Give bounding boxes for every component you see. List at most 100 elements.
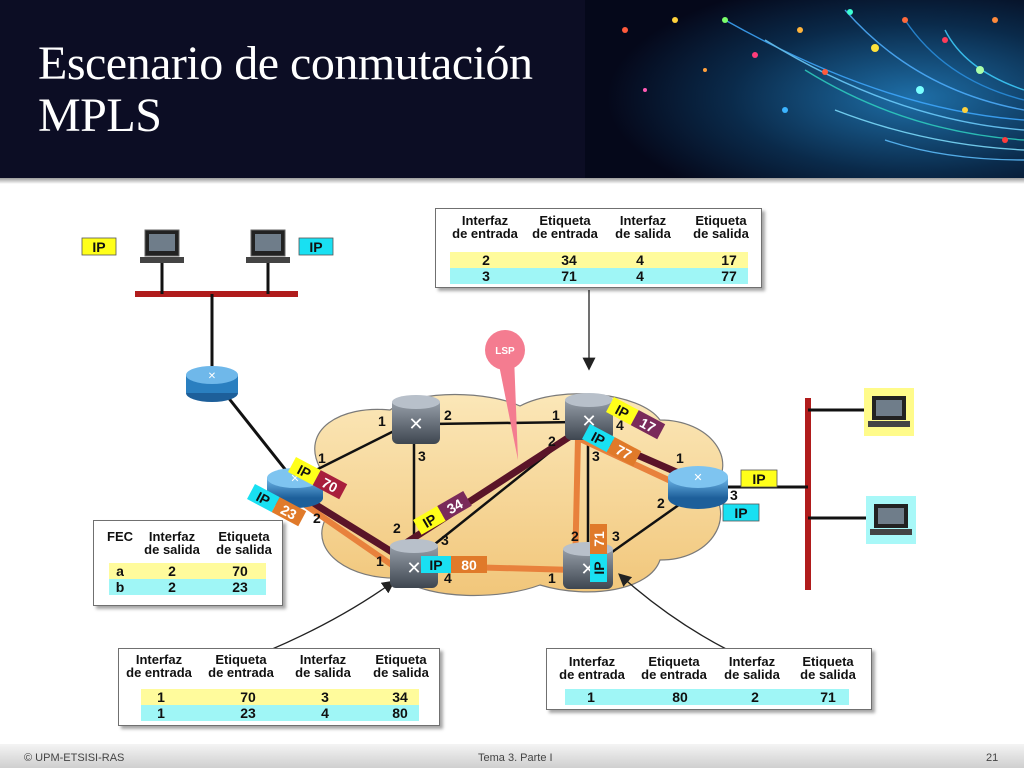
link-r4-egress xyxy=(597,495,691,564)
ip-tag-pc4: IP xyxy=(722,503,760,522)
port-ingress-2: 2 xyxy=(313,510,321,526)
port-egress-3: 3 xyxy=(730,487,738,503)
egress-router: ✕ xyxy=(668,466,728,509)
port-r1-2: 2 xyxy=(444,407,452,423)
svg-text:IP: IP xyxy=(591,561,607,574)
slide-title: Escenario de conmutación MPLS xyxy=(38,37,533,142)
svg-text:IP: IP xyxy=(254,488,273,508)
mpls-network-diagram: LSP ✕ ✕ ✕ ✕ ✕ ✕ ✕ xyxy=(81,229,916,651)
svg-text:77: 77 xyxy=(613,441,634,463)
col-header: FEC xyxy=(107,529,133,544)
bottom-left-table-arrow xyxy=(269,580,396,651)
computer-icon-2 xyxy=(246,229,290,263)
packet-ip-23: IP 23 xyxy=(247,484,307,527)
svg-text:✕: ✕ xyxy=(693,471,702,484)
table-row: 1 23 4 80 xyxy=(141,705,419,721)
svg-text:✕: ✕ xyxy=(406,558,421,579)
port-r2-1: 1 xyxy=(552,407,560,423)
table-row: 3 71 4 77 xyxy=(450,268,748,284)
footer-topic: Tema 3. Parte I xyxy=(478,752,553,764)
computer-icon-1 xyxy=(140,229,184,263)
svg-text:IP: IP xyxy=(613,401,632,421)
table-row: 1 70 3 34 xyxy=(141,689,419,705)
svg-text:✕: ✕ xyxy=(408,414,423,435)
svg-text:70: 70 xyxy=(319,474,340,496)
svg-text:34: 34 xyxy=(444,495,466,517)
link-r1-r2 xyxy=(429,420,579,426)
port-r3-4: 4 xyxy=(444,570,452,586)
svg-text:IP: IP xyxy=(589,428,608,448)
bottom-right-table-arrow xyxy=(618,573,729,651)
footer-page-number: 21 xyxy=(986,752,999,764)
packet-ip-70: IP 70 xyxy=(288,457,348,500)
core-router-1: ✕ xyxy=(392,395,440,444)
ip-tag-pc3: IP xyxy=(740,469,778,488)
ip-tag-pc1: IP xyxy=(81,237,117,256)
edge-router-left: ✕ xyxy=(186,366,238,402)
lsp-label: LSP xyxy=(495,346,515,357)
header-shadow xyxy=(0,178,1024,184)
svg-text:80: 80 xyxy=(461,557,477,573)
port-labels: 1 2 3 1 2 3 4 1 2 1 2 3 4 1 2 3 1 2 3 xyxy=(313,407,738,586)
slide-title-line-2: MPLS xyxy=(38,89,162,142)
ip-tag-pc2: IP xyxy=(298,237,334,256)
table-row: 1 80 2 71 xyxy=(565,689,849,705)
port-r2-4: 4 xyxy=(616,417,624,433)
lsp-callout-bubble xyxy=(485,330,525,370)
svg-text:71: 71 xyxy=(591,531,607,547)
packet-ip-80: IP 80 xyxy=(421,556,487,573)
svg-text:IP: IP xyxy=(734,505,747,521)
port-r4-3: 3 xyxy=(612,528,620,544)
slide-footer: © UPM-ETSISI-RAS Tema 3. Parte I 21 xyxy=(0,744,1024,768)
slide-header: Escenario de conmutación MPLS xyxy=(0,0,1024,178)
port-egress-1: 1 xyxy=(676,450,684,466)
packet-ip-34: IP 34 xyxy=(413,491,472,535)
computer-icon-4 xyxy=(866,496,916,544)
port-egress-2: 2 xyxy=(657,495,665,511)
port-r3-3: 3 xyxy=(441,532,449,548)
packet-ip-77: IP 77 xyxy=(582,424,642,467)
svg-text:23: 23 xyxy=(278,501,299,523)
port-r4-2: 2 xyxy=(571,528,579,544)
port-r2-3: 3 xyxy=(592,448,600,464)
port-r3-2: 2 xyxy=(393,520,401,536)
port-r1-3: 3 xyxy=(418,448,426,464)
svg-text:✕: ✕ xyxy=(208,371,216,382)
slide-title-line-1: Escenario de conmutación xyxy=(38,37,533,90)
svg-text:✕: ✕ xyxy=(290,472,299,485)
table-row: b 2 23 xyxy=(109,579,266,595)
port-ingress-1: 1 xyxy=(318,450,326,466)
svg-text:17: 17 xyxy=(637,414,658,436)
table-row: 2 34 4 17 xyxy=(450,252,748,268)
port-r1-1: 1 xyxy=(378,413,386,429)
computer-icon-3 xyxy=(864,388,914,436)
svg-text:IP: IP xyxy=(92,239,105,255)
svg-text:IP: IP xyxy=(295,461,314,481)
port-r4-1: 1 xyxy=(548,570,556,586)
port-r3-1: 1 xyxy=(376,553,384,569)
footer-copyright: © UPM-ETSISI-RAS xyxy=(24,752,125,764)
core-router-3: ✕ xyxy=(390,539,438,588)
table-row: a 2 70 xyxy=(109,563,266,579)
packet-ip-17: IP 17 xyxy=(606,397,666,440)
svg-text:IP: IP xyxy=(309,239,322,255)
edge-router-to-ingress-link xyxy=(225,395,294,479)
svg-text:IP: IP xyxy=(752,471,765,487)
